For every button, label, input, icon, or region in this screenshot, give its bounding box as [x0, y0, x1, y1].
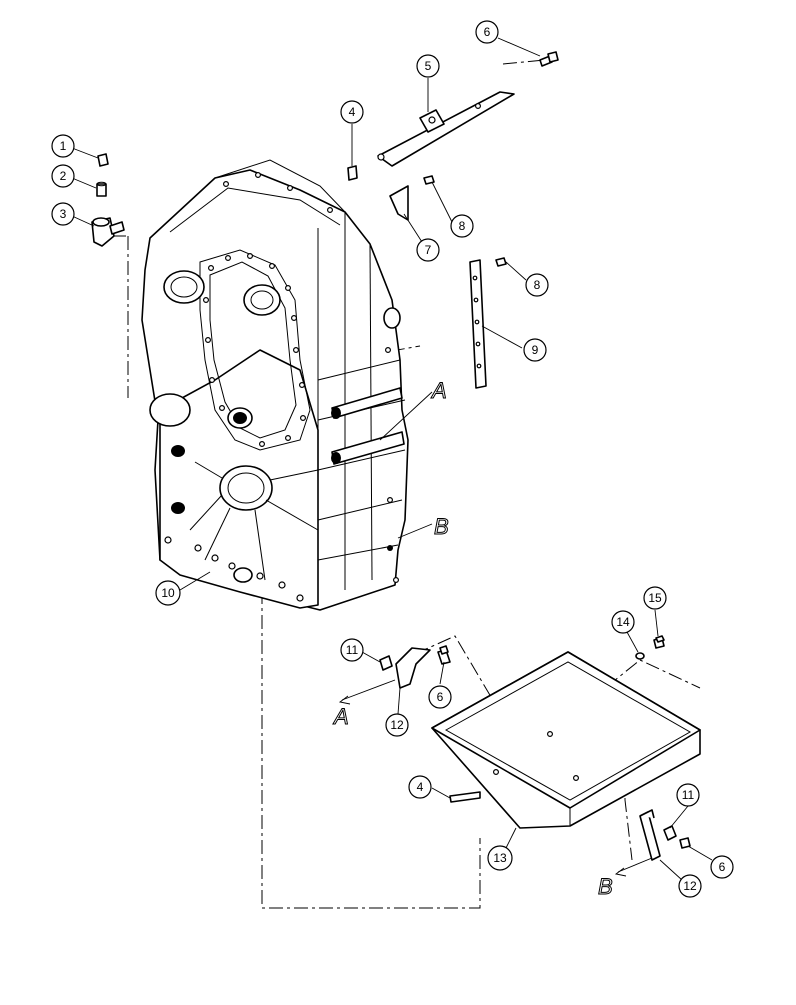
callout-leaders	[71, 37, 713, 881]
callout-5: 5	[416, 54, 440, 78]
ref-leaders	[379, 391, 433, 539]
callout-7-label: 7	[425, 243, 432, 257]
oil-pan-tray	[431, 651, 701, 829]
dowel-pin-upper	[347, 165, 358, 181]
callout-8-lower-label: 8	[534, 278, 541, 292]
washer-and-screw	[635, 635, 665, 660]
callout-3-label: 3	[60, 207, 67, 221]
callout-4-upper: 4	[340, 100, 364, 124]
callout-12-right: 12	[678, 874, 702, 898]
callout-6-right-label: 6	[719, 860, 726, 874]
transmission-housing	[141, 159, 409, 611]
ref-letter-a-lower: A	[332, 704, 349, 729]
callout-14: 14	[611, 610, 635, 634]
callout-11-right-label: 11	[682, 788, 695, 802]
callout-6-right: 6	[710, 855, 734, 879]
dowel-pin-lower	[449, 791, 481, 803]
callout-15: 15	[643, 586, 667, 610]
callout-10-label: 10	[161, 586, 175, 600]
callout-9-label: 9	[532, 343, 539, 357]
callout-4-lower-label: 4	[417, 780, 424, 794]
callout-15-label: 15	[648, 591, 662, 605]
ref-letter-b-lower: B	[598, 874, 613, 899]
callout-13: 13	[487, 845, 513, 871]
callout-9: 9	[523, 338, 547, 362]
callout-1-label: 1	[60, 139, 67, 153]
lower-left-hardware	[338, 645, 451, 705]
callout-1: 1	[51, 134, 75, 158]
callout-4-upper-label: 4	[349, 105, 356, 119]
callout-2: 2	[51, 164, 75, 188]
callout-14-label: 14	[616, 615, 630, 629]
callout-3: 3	[51, 202, 75, 226]
callout-13-label: 13	[493, 851, 507, 865]
ref-letter-a-upper: A	[430, 378, 447, 403]
clip-bracket	[389, 175, 435, 221]
callout-8-upper: 8	[450, 214, 474, 238]
callout-11-right: 11	[676, 783, 700, 807]
callout-12-right-label: 12	[683, 879, 697, 893]
callout-7: 7	[416, 238, 440, 262]
callout-12-left: 12	[385, 713, 409, 737]
callout-6-mid: 6	[428, 685, 452, 709]
bracket-plate	[377, 91, 515, 167]
cover-strip	[469, 257, 507, 389]
callout-4-lower: 4	[408, 775, 432, 799]
callout-6-mid-label: 6	[437, 690, 444, 704]
callout-6-top: 6	[475, 20, 499, 44]
callout-11-left: 11	[340, 638, 364, 662]
callout-2-label: 2	[60, 169, 67, 183]
callout-6-top-label: 6	[484, 25, 491, 39]
bolt-top	[539, 51, 559, 67]
callout-10: 10	[155, 580, 181, 606]
callout-11-left-label: 11	[346, 643, 359, 657]
lower-right-hardware	[614, 809, 691, 877]
callout-8-lower: 8	[525, 273, 549, 297]
reference-letters: A B A B	[332, 378, 614, 900]
callout-8-upper-label: 8	[459, 219, 466, 233]
callout-5-label: 5	[425, 59, 432, 73]
fitting-parts	[91, 153, 125, 247]
ref-letter-b-upper: B	[434, 514, 449, 539]
callout-12-left-label: 12	[390, 718, 404, 732]
